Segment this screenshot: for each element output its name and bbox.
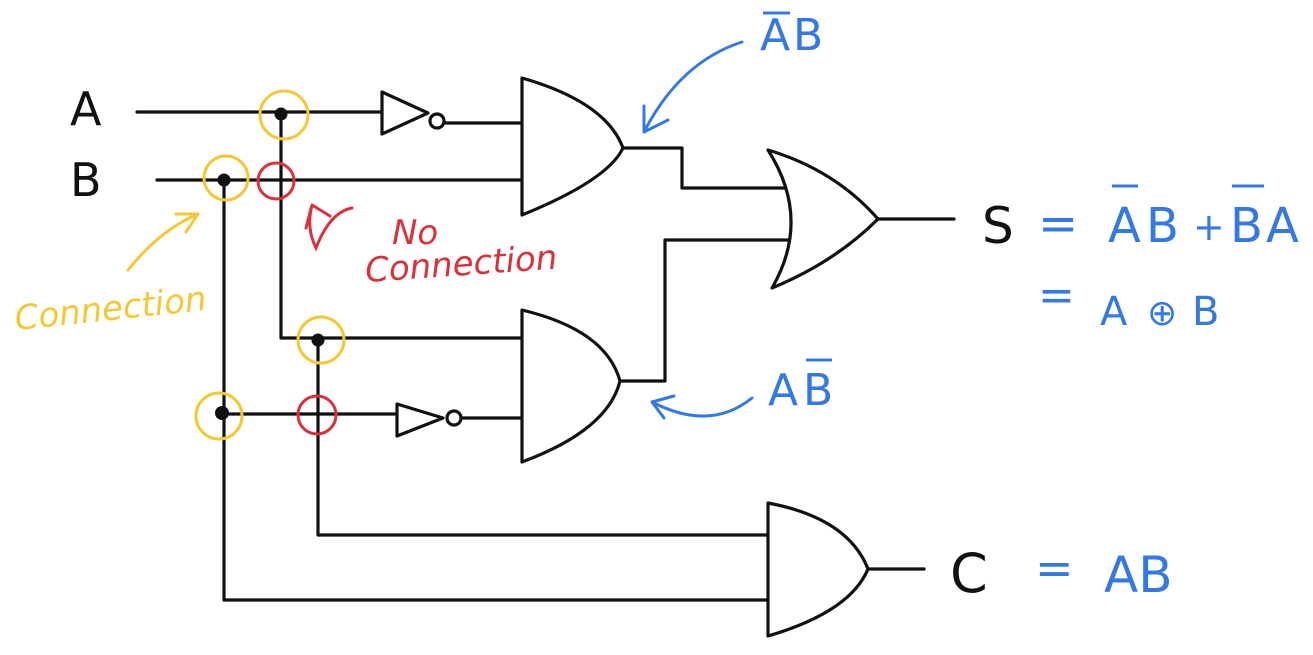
output-label-s: S <box>982 197 1014 255</box>
carry-expression: AB <box>1104 546 1173 604</box>
sum-term2-bar-letter: B <box>1230 198 1263 254</box>
bottom-and-first-letter: A <box>768 365 798 416</box>
sum-equation: = A B + B A <box>1038 184 1299 254</box>
sum-plus: + <box>1193 205 1225 249</box>
carry-eq-sign: = <box>1035 541 1074 595</box>
connection-marker-b <box>202 154 250 202</box>
bottom-and-bar-letter: B <box>803 365 833 416</box>
top-and-annotation: A B <box>760 10 823 61</box>
bottom-and-arrow <box>650 394 754 420</box>
junction-dot-a-branch <box>311 333 325 347</box>
sum-term2-rest: A <box>1266 198 1299 254</box>
wire-bottom-and-to-or <box>618 238 792 383</box>
and-gate-bottom <box>520 308 622 464</box>
and-gate-carry <box>766 501 870 638</box>
no-connection-line1: No <box>392 213 438 253</box>
or-gate <box>766 148 880 290</box>
connection-arrow <box>126 212 200 272</box>
sum-term1-bar-letter: A <box>1108 198 1141 254</box>
not-gate-b <box>395 402 463 438</box>
sum-term1-rest: B <box>1146 198 1179 254</box>
sum-eq2-sign: = <box>1038 270 1075 321</box>
no-connection-arrow <box>304 203 354 252</box>
input-label-b: B <box>70 153 102 207</box>
sum-xor-equation: = A ⊕ B <box>1038 270 1219 335</box>
carry-equation: = AB <box>1035 541 1173 604</box>
bottom-and-annotation: A B <box>768 358 833 416</box>
not-gate-a <box>380 90 446 136</box>
sum-eq-sign: = <box>1038 196 1078 252</box>
sum-xor-operator: ⊕ <box>1147 293 1177 334</box>
connection-marker-a-branch <box>296 315 346 365</box>
wire-top-and-to-or <box>622 146 797 190</box>
sum-xor-b: B <box>1192 289 1219 335</box>
connection-marker-a <box>258 89 310 141</box>
sum-xor-a: A <box>1100 289 1128 335</box>
and-gate-top <box>520 76 625 217</box>
wire-b-branch <box>222 178 770 602</box>
top-and-bar-letter: A <box>760 10 790 61</box>
no-connection-marker-1 <box>256 161 296 201</box>
top-and-arrow <box>642 40 744 134</box>
junction-dot-a <box>274 107 288 121</box>
wire-a-to-carry <box>316 336 770 537</box>
wire-a-branch <box>279 110 530 340</box>
connection-marker-b-branch <box>194 391 244 441</box>
top-and-rest: B <box>793 10 823 61</box>
input-label-a: A <box>70 82 102 136</box>
connection-label: Connection <box>13 279 209 339</box>
junction-dot-b <box>217 173 231 187</box>
output-label-c: C <box>950 542 988 605</box>
no-connection-marker-2 <box>296 394 338 436</box>
junction-dot-b-branch <box>215 406 229 420</box>
